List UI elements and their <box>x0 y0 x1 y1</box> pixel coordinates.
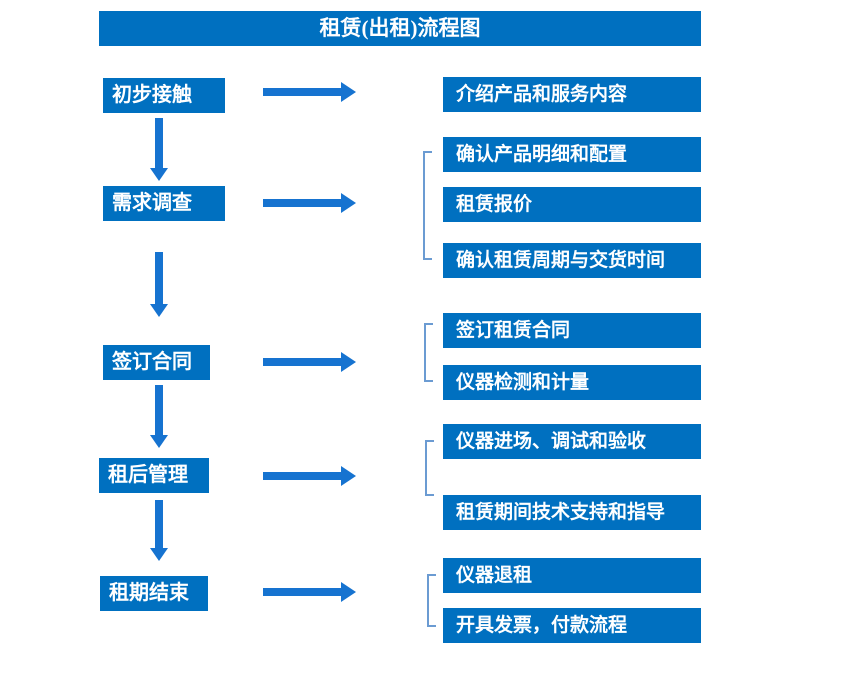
bracket-connector <box>423 151 432 260</box>
output-box: 确认产品明细和配置 <box>443 137 701 172</box>
output-box: 确认租赁周期与交货时间 <box>443 243 701 278</box>
stage-box-sign-contract: 签订合同 <box>103 345 210 380</box>
output-box: 开具发票，付款流程 <box>443 608 701 643</box>
arrow-down-icon <box>150 118 168 181</box>
arrow-right-icon <box>263 466 356 486</box>
bracket-connector <box>424 323 433 382</box>
stage-box-rental-end: 租期结束 <box>100 576 208 611</box>
page-title: 租赁(出租)流程图 <box>99 11 701 46</box>
bracket-connector <box>427 574 436 627</box>
arrow-right-icon <box>263 82 356 102</box>
output-box: 租赁报价 <box>443 187 701 222</box>
stage-box-post-rental-management: 租后管理 <box>99 458 209 493</box>
arrow-down-icon <box>150 500 168 561</box>
bracket-connector <box>425 440 434 496</box>
output-box: 仪器退租 <box>443 558 701 593</box>
arrow-down-icon <box>150 252 168 317</box>
output-box: 介绍产品和服务内容 <box>443 77 701 112</box>
output-box: 仪器进场、调试和验收 <box>443 424 701 459</box>
arrow-right-icon <box>263 352 356 372</box>
arrow-right-icon <box>263 193 356 213</box>
stage-box-initial-contact: 初步接触 <box>103 78 225 113</box>
output-box: 仪器检测和计量 <box>443 365 701 400</box>
arrow-down-icon <box>150 385 168 448</box>
arrow-right-icon <box>263 582 356 602</box>
output-box: 租赁期间技术支持和指导 <box>443 495 701 530</box>
stage-box-demand-survey: 需求调查 <box>103 186 225 221</box>
output-box: 签订租赁合同 <box>443 313 701 348</box>
